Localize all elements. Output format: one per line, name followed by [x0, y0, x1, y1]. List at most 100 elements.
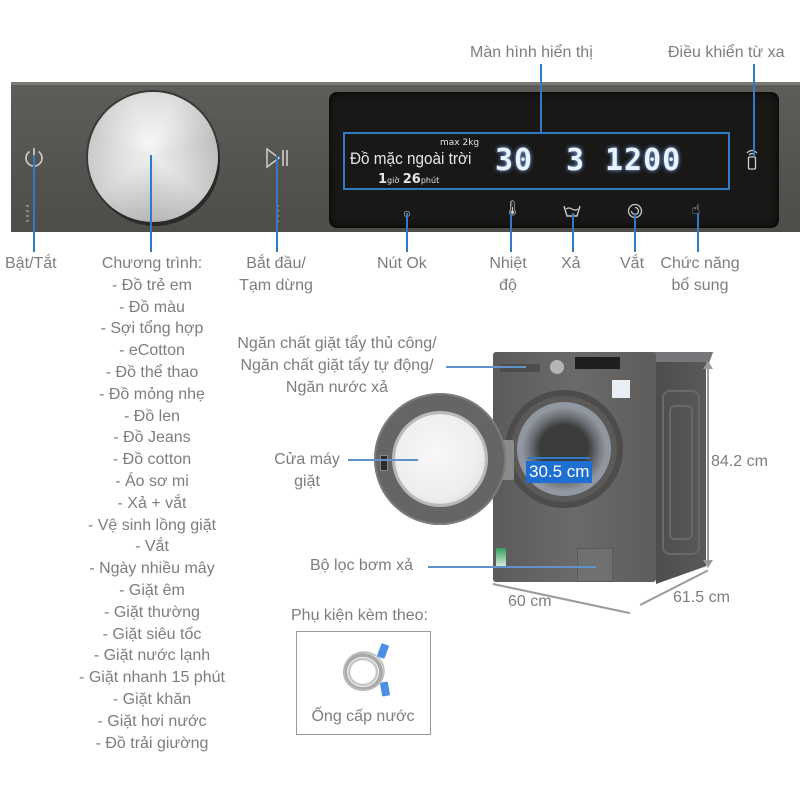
hand-plus-icon[interactable]: ☝︎ [691, 201, 701, 217]
label-ok: Nút Ok [377, 255, 427, 272]
program-list-title: Chương trình: [101, 255, 203, 272]
label-power: Bật/Tắt [5, 255, 57, 272]
program-item: - Giặt êm [119, 581, 185, 599]
program-item: - Đồ màu [119, 298, 185, 316]
label-start-pause: Bắt đầu/ Tạm dừng [236, 253, 316, 297]
program-item: - Đồ Jeans [113, 429, 191, 447]
accessory-water-hose-label: Ống cấp nước [311, 708, 415, 725]
program-item: - Vệ sinh lồng giặt [87, 516, 217, 534]
indicator-dots [26, 205, 29, 225]
label-display: Màn hình hiển thị [470, 44, 593, 61]
program-dial-sheen [88, 92, 218, 222]
program-item: - Đồ cotton [112, 451, 192, 469]
program-dial[interactable] [88, 92, 218, 222]
program-item: - Đồ mỏng nhẹ [99, 385, 205, 403]
max-load-text: max 2kg [440, 138, 480, 148]
callout-line-display [540, 64, 542, 132]
height-dimension: 84.2 cm [711, 453, 768, 470]
depth-dimension: 61.5 cm [673, 589, 730, 606]
callout-line-power [33, 155, 35, 252]
program-item: - Đồ len [123, 407, 181, 425]
time-minutes: 26 [402, 172, 421, 187]
callout-line-additional [697, 213, 699, 252]
program-item: - Giặt thường [104, 603, 200, 621]
height-arrow-head-bottom [703, 560, 713, 568]
time-hours-unit: giờ [387, 176, 400, 185]
label-rinse: Xả [561, 255, 581, 272]
label-start-pause-line2: Tạm dừng [239, 277, 313, 294]
time-minutes-unit: phút [420, 176, 440, 185]
control-panel-edge [11, 82, 800, 85]
accessories-title: Phụ kiện kèm theo: [291, 607, 428, 624]
label-temperature-line1: Nhiệt [489, 255, 527, 272]
label-drawer-line3: Ngăn nước xả [285, 379, 389, 396]
width-dimension: 60 cm [508, 593, 552, 610]
label-start-pause-line1: Bắt đầu/ [246, 255, 306, 272]
label-temperature: Nhiệt độ [480, 253, 536, 297]
label-temperature-line2: độ [499, 277, 517, 294]
play-pause-icon[interactable] [265, 147, 291, 169]
accessory-box: Ống cấp nước [296, 631, 431, 735]
program-item: - Giặt khăn [112, 690, 192, 708]
time-hours: 1 [378, 172, 388, 187]
rinse-value: 3 [566, 143, 586, 178]
program-item: - Giặt nhanh 15 phút [79, 669, 225, 687]
machine-side-panel [662, 390, 700, 555]
callout-line-remote [753, 64, 755, 156]
callout-line-start-pause [276, 155, 278, 252]
program-item: - Đồ trải giường [95, 734, 209, 752]
lcd-display [329, 92, 779, 228]
label-door-line2: giặt [294, 473, 320, 490]
water-hose-icon [337, 642, 397, 700]
door-latch [380, 455, 388, 471]
program-item: - Áo sơ mi [115, 472, 189, 490]
label-remote-control: Điều khiển từ xa [668, 44, 785, 61]
label-additional-functions: Chức năng bổ sung [655, 253, 745, 297]
program-item: - Đồ trẻ em [111, 276, 192, 294]
energy-label [496, 548, 506, 566]
program-item: - Sợi tổng hợp [100, 320, 204, 338]
smartphone-wifi-icon[interactable] [745, 148, 759, 170]
height-arrow [707, 363, 709, 563]
program-item: - Giặt hơi nước [97, 712, 207, 730]
label-additional-line1: Chức năng [660, 255, 740, 272]
temperature-value: 30 [495, 143, 534, 178]
program-item: - Đồ thể thao [105, 363, 199, 381]
detergent-drawer [500, 364, 540, 372]
label-drain-filter: Bộ lọc bơm xả [310, 557, 413, 574]
callout-line-spin [634, 213, 636, 252]
program-list: Chương trình: - Đồ trẻ em - Đồ màu - Sợi… [62, 253, 242, 754]
door-diameter-badge: 30.5 cm [526, 461, 593, 483]
program-name-text: Đồ mặc ngoài trời [350, 149, 472, 168]
callout-line-temperature [510, 213, 512, 252]
callout-line-drawer [446, 366, 526, 368]
machine-dial [550, 360, 564, 374]
label-detergent-drawer: Ngăn chất giặt tẩy thủ công/ Ngăn chất g… [222, 333, 452, 399]
label-spin: Vắt [620, 255, 645, 272]
program-item: - Ngày nhiều mây [89, 560, 215, 578]
callout-line-filter [428, 566, 596, 568]
display-highlight-box [343, 132, 730, 190]
label-drawer-line2: Ngăn chất giặt tẩy tự động/ [240, 357, 434, 374]
program-item: - Vắt [135, 538, 169, 556]
machine-side-panel-inner [669, 405, 693, 540]
program-item: - Xả + vắt [117, 494, 187, 512]
machine-display [575, 357, 620, 369]
machine-sticker [612, 380, 630, 398]
label-additional-line2: bổ sung [671, 277, 729, 294]
thermometer-icon[interactable]: 🌡︎ [503, 200, 523, 217]
program-item: - Giặt siêu tốc [102, 625, 202, 643]
program-item: - Giặt nước lạnh [93, 647, 211, 665]
diameter-arrow [528, 457, 590, 459]
spin-value: 1200 [605, 143, 682, 178]
label-door-line1: Cửa máy [274, 451, 340, 468]
height-arrow-head-top [703, 361, 713, 369]
callout-line-dial [150, 155, 152, 252]
drain-filter-door [577, 548, 613, 582]
program-item: - eCotton [119, 342, 185, 360]
label-door: Cửa máy giặt [268, 449, 346, 493]
callout-line-door [348, 459, 418, 461]
callout-line-rinse [572, 213, 574, 252]
remaining-time: 1giờ 26phút [378, 172, 439, 187]
label-drawer-line1: Ngăn chất giặt tẩy thủ công/ [237, 335, 437, 352]
